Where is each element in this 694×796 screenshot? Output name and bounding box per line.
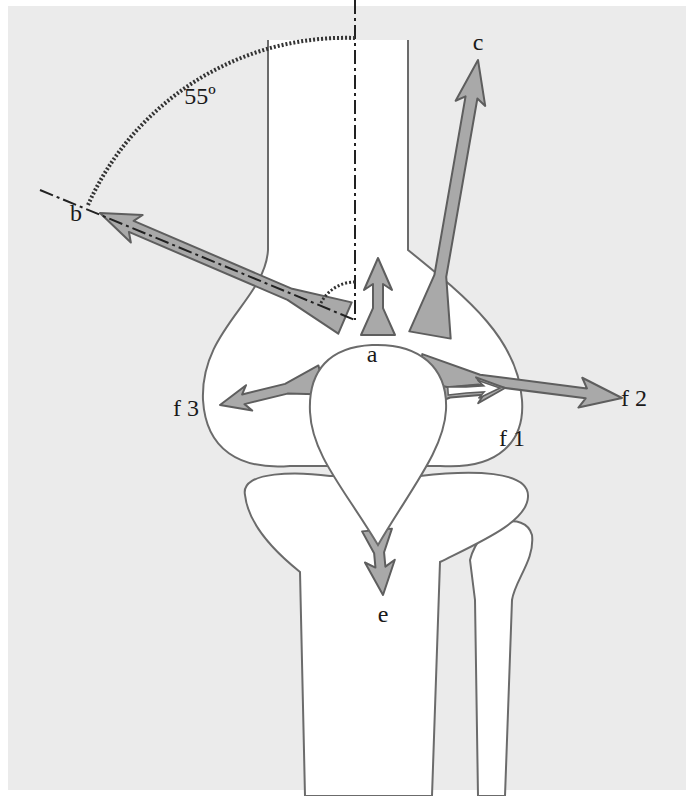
force-arrow	[361, 258, 395, 335]
force-label: e	[378, 602, 389, 626]
force-arrow-inner	[448, 380, 500, 398]
force-arrow	[409, 60, 485, 339]
angle-arc	[88, 38, 355, 205]
bones	[203, 40, 532, 796]
force-arrows	[100, 60, 622, 595]
vertical-axis	[354, 0, 356, 320]
force-label: c	[473, 30, 484, 54]
force-label: a	[367, 342, 378, 366]
force-label: f 1	[499, 426, 525, 450]
force-label: b	[70, 201, 82, 225]
fibula	[470, 521, 532, 796]
angle-label: 55º	[184, 84, 215, 108]
force-arrow	[418, 354, 622, 407]
force-label: f 3	[173, 396, 199, 420]
patella	[310, 345, 446, 545]
force-axis	[40, 190, 355, 320]
force-label: f 2	[621, 386, 647, 410]
angle-arc-small	[320, 282, 355, 305]
